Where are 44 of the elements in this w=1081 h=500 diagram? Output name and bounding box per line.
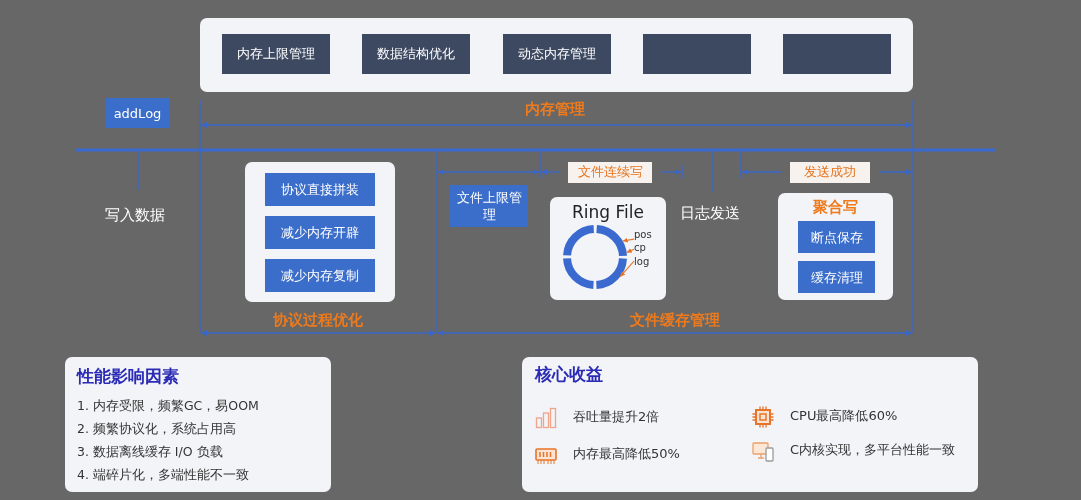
benefit-text: 内存最高降低50% [573, 446, 680, 463]
process-box: 动态内存管理 [503, 34, 611, 74]
axis-label: 写入数据 [105, 206, 165, 224]
ring-label: pos [634, 229, 652, 241]
benefit-text: CPU最高降低60% [790, 408, 898, 425]
panel [200, 18, 913, 92]
process-box [643, 34, 751, 74]
stage-tag: 文件连续写 [568, 162, 652, 183]
process-box: 缓存清理 [798, 261, 875, 293]
process-box [783, 34, 891, 74]
leader-line [626, 248, 635, 254]
process-box: 减少内存开辟 [265, 216, 375, 249]
list-item: 1. 内存受限，频繁GC，易OOM [77, 398, 259, 414]
list-item: 3. 数据离线缓存 I/O 负载 [77, 444, 223, 460]
leader-line [619, 260, 635, 278]
group-panel [778, 193, 893, 300]
info-card [65, 357, 331, 492]
panel [245, 162, 395, 302]
bracket-label: 内存管理 [525, 100, 585, 118]
process-box: 断点保存 [798, 221, 875, 253]
process-box: 减少内存复制 [265, 259, 375, 292]
panel-title: 聚合写 [812, 198, 859, 217]
leader-line [622, 237, 635, 243]
card-title: 核心收益 [535, 364, 603, 386]
ring-diagram [563, 225, 627, 289]
process-box: 内存上限管理 [222, 34, 330, 74]
process-box: 文件上限管理 [450, 185, 528, 227]
list-item: 2. 频繁协议化，系统占用高 [77, 421, 236, 437]
info-card [522, 357, 978, 492]
ring-label: log [634, 256, 650, 268]
benefit-text: 吞吐量提升2倍 [573, 409, 660, 426]
card-title: 性能影响因素 [77, 366, 179, 388]
bracket-label: 协议过程优化 [273, 311, 363, 329]
process-box: 协议直接拼装 [265, 173, 375, 206]
ring-file-panel [550, 197, 666, 300]
panel-title: Ring File [571, 202, 645, 224]
benefit-text: C内核实现，多平台性能一致 [790, 442, 956, 459]
ring-label: cp [634, 242, 646, 254]
axis-label: 日志发送 [680, 204, 740, 222]
process-box: addLog [105, 98, 170, 128]
list-item: 4. 端碎片化，多端性能不一致 [77, 467, 249, 483]
bracket-label: 文件缓存管理 [630, 311, 720, 329]
process-box: 数据结构优化 [362, 34, 470, 74]
stage-tag: 发送成功 [790, 162, 870, 183]
